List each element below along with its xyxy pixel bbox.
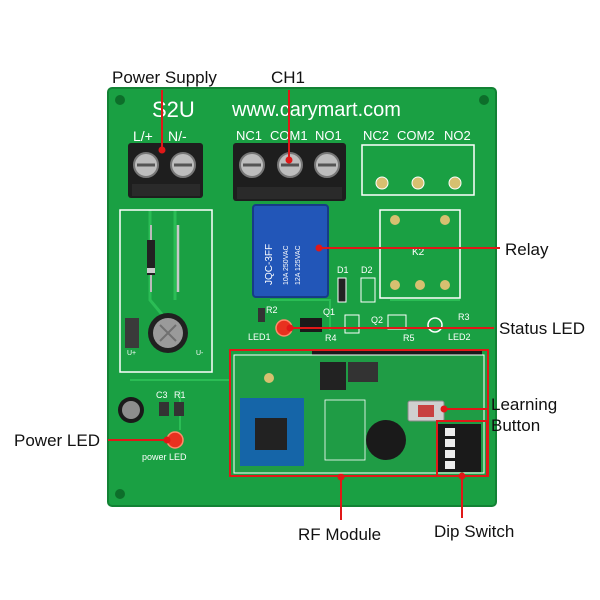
led1-label: LED1 bbox=[248, 332, 271, 342]
website-text: www.carymart.com bbox=[231, 99, 401, 121]
svg-text:10A 250VAC: 10A 250VAC bbox=[283, 245, 290, 285]
svg-text:U-: U- bbox=[196, 350, 204, 357]
terminal-label-no1: NO1 bbox=[315, 128, 342, 143]
k2-label: K2 bbox=[412, 247, 425, 258]
relay-k2-footprint: K2 bbox=[379, 209, 461, 299]
svg-text:12A 125VAC: 12A 125VAC bbox=[295, 245, 302, 285]
q1-label: Q1 bbox=[323, 307, 335, 317]
callout-lines bbox=[108, 90, 500, 520]
r2-label: R2 bbox=[266, 305, 278, 315]
terminal-label-n: N/- bbox=[168, 128, 187, 144]
r5-label: R5 bbox=[403, 333, 415, 343]
power-terminal-block bbox=[128, 143, 203, 198]
ch2-terminal-footprint bbox=[361, 144, 475, 196]
callout-power-led: Power LED bbox=[14, 431, 100, 450]
dip-switch bbox=[437, 424, 481, 472]
callout-power-supply: Power Supply bbox=[112, 68, 217, 87]
svg-text:U+: U+ bbox=[127, 350, 136, 357]
terminal-label-nc2: NC2 bbox=[363, 128, 389, 143]
callout-ch1: CH1 bbox=[271, 68, 306, 87]
c3-label: C3 bbox=[156, 390, 168, 400]
electrolytic-capacitor bbox=[148, 313, 188, 353]
power-led-silkscreen: power LED bbox=[142, 452, 187, 462]
small-capacitor bbox=[118, 397, 144, 423]
terminal-label-nc1: NC1 bbox=[236, 128, 262, 143]
r3-label: R3 bbox=[458, 312, 470, 322]
callout-relay: Relay bbox=[505, 240, 549, 259]
q2-label: Q2 bbox=[371, 315, 383, 325]
relay-k1: JQC-3FF 10A 250VAC 12A 125VAC bbox=[252, 204, 329, 298]
r4-label: R4 bbox=[325, 333, 337, 343]
callout-rf-module: RF Module bbox=[298, 525, 382, 544]
r1-label: R1 bbox=[174, 390, 186, 400]
callout-status-led: Status LED bbox=[499, 319, 585, 338]
callout-dip-switch: Dip Switch bbox=[434, 522, 515, 541]
d2-label: D2 bbox=[361, 265, 373, 275]
model-text: S2U bbox=[152, 97, 195, 122]
d1-label: D1 bbox=[337, 265, 349, 275]
terminal-label-com2: COM2 bbox=[397, 128, 435, 143]
relay-part-number: JQC-3FF bbox=[264, 244, 275, 285]
led2-label: LED2 bbox=[448, 332, 471, 342]
callout-learning-button: Learning Button bbox=[491, 395, 558, 435]
ch1-terminal-block bbox=[233, 143, 346, 201]
terminal-label-no2: NO2 bbox=[444, 128, 471, 143]
terminal-label-l: L/+ bbox=[133, 128, 153, 144]
rectifier-diode bbox=[147, 225, 155, 292]
power-section-outline bbox=[119, 209, 213, 373]
learning-button bbox=[407, 400, 445, 422]
